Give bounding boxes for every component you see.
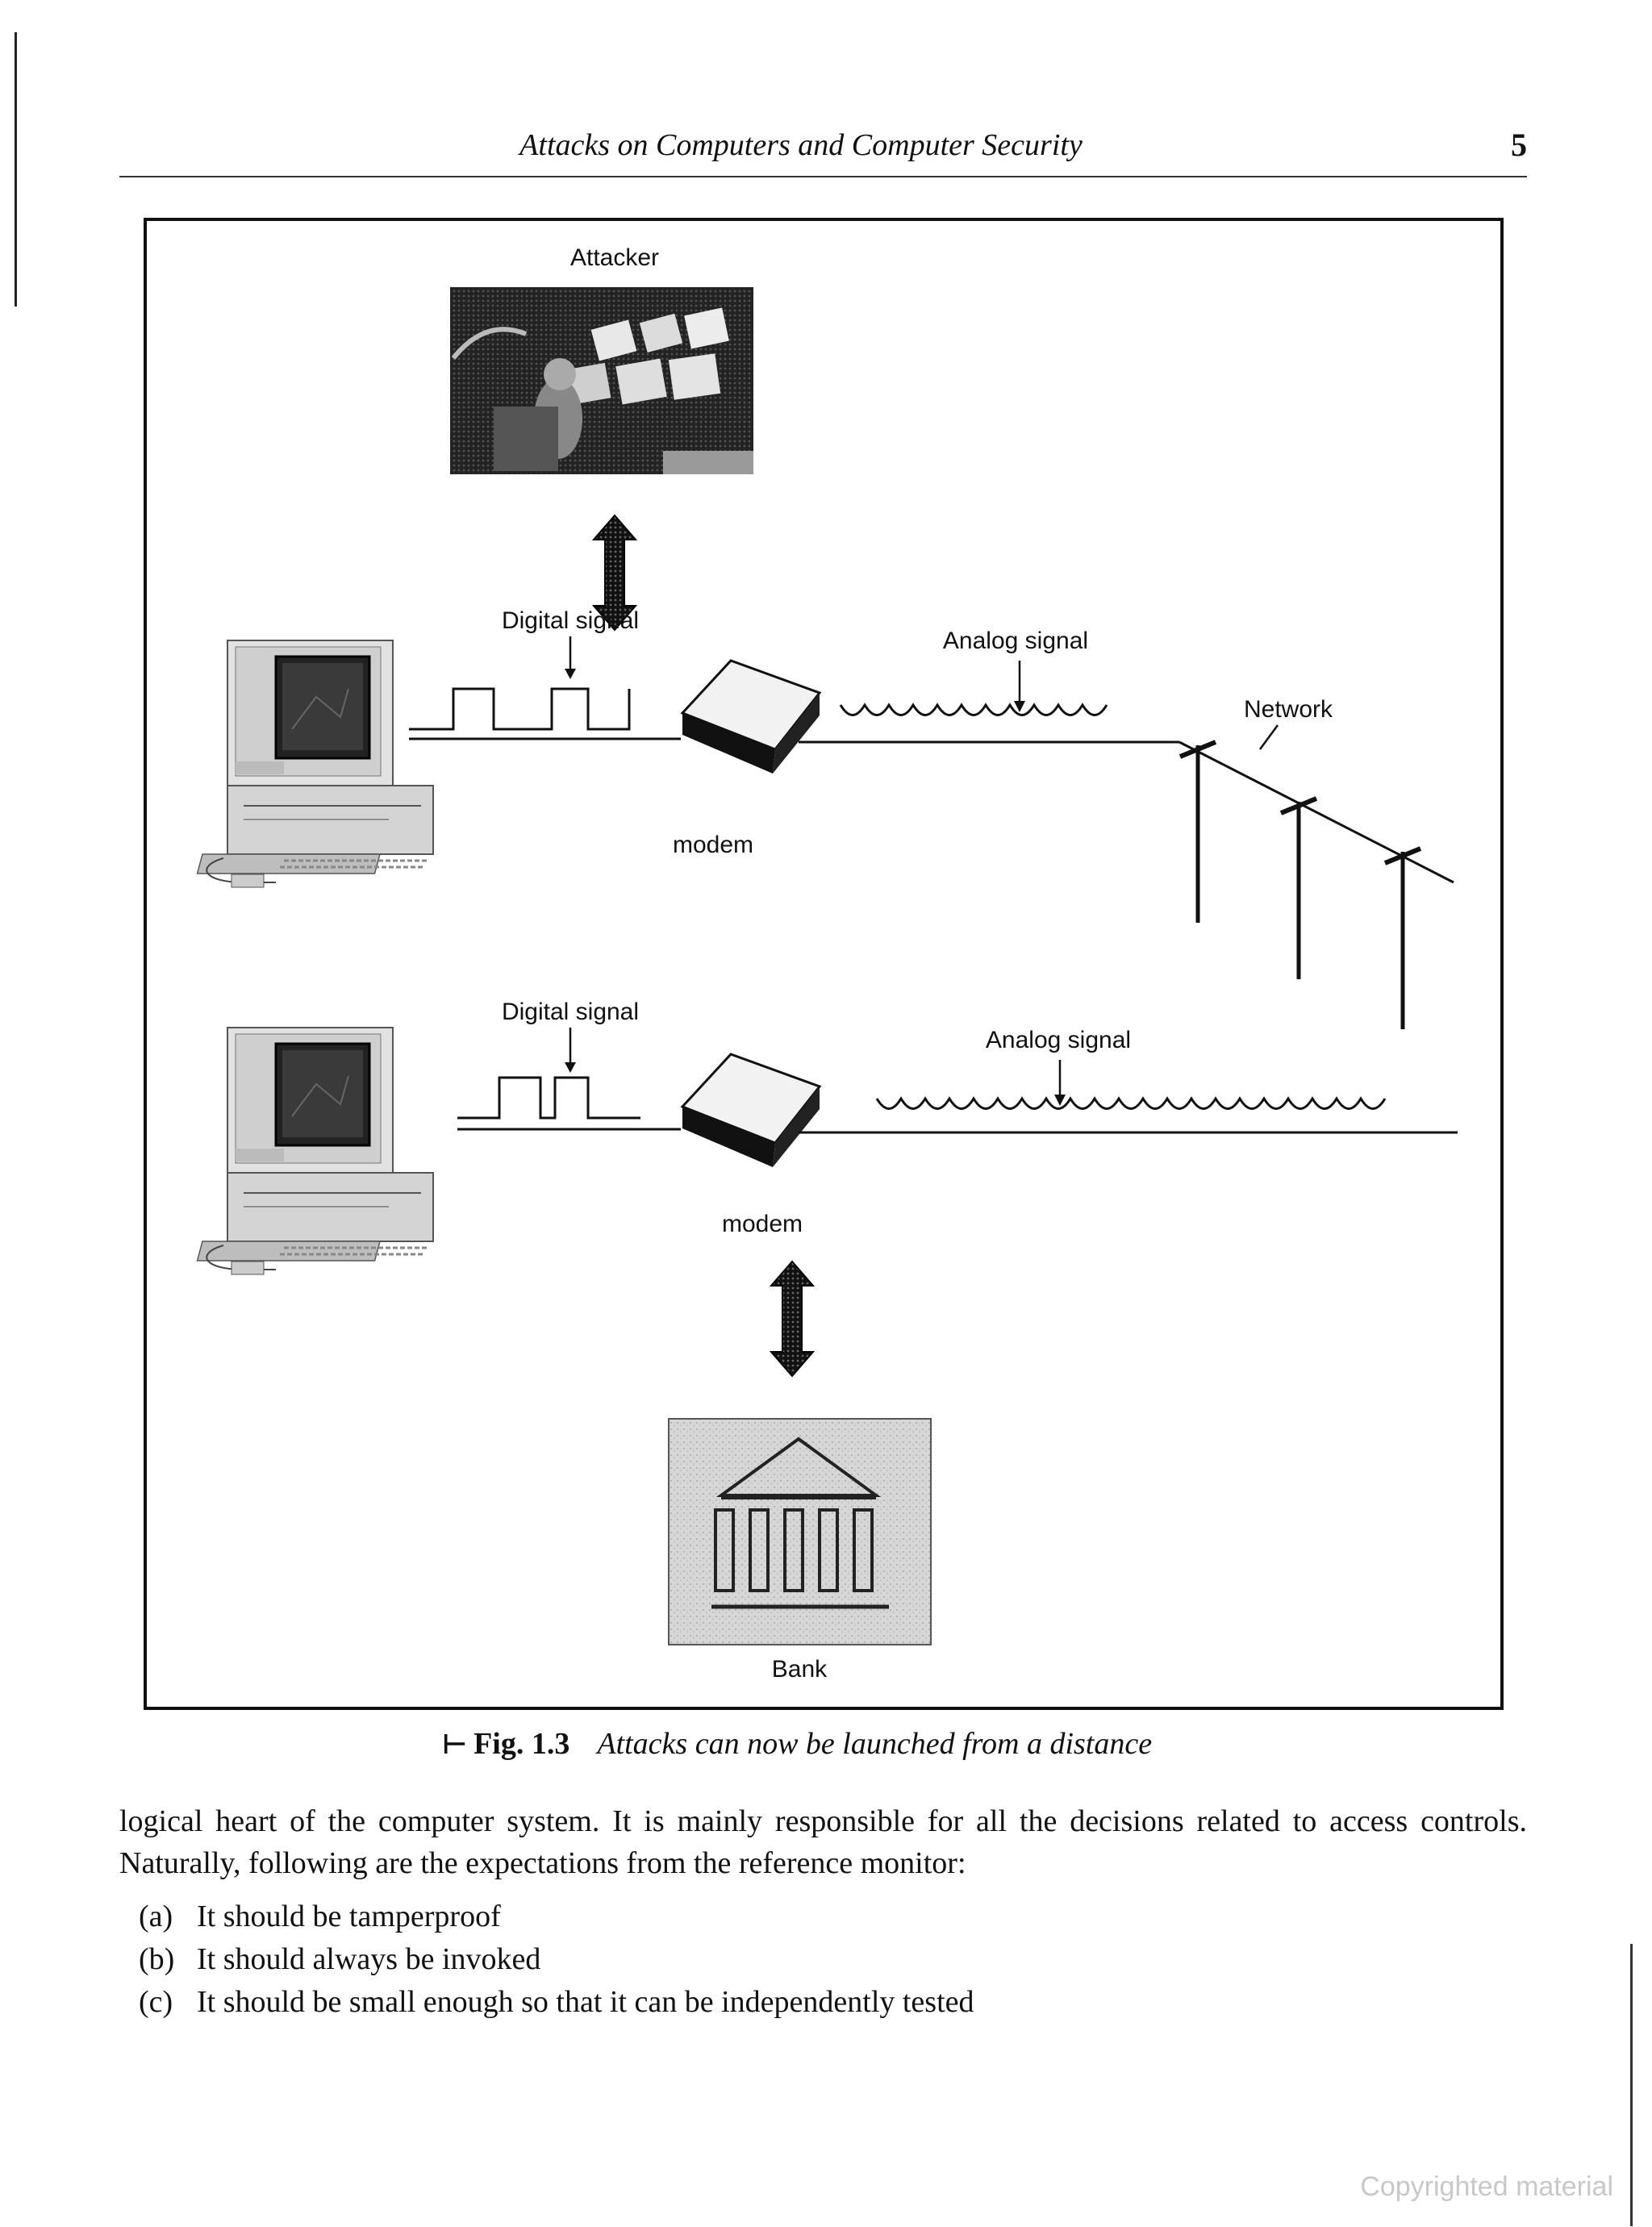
figure-caption: ⊢Fig. 1.3 Attacks can now be launched fro… xyxy=(442,1726,1152,1762)
analog-waveform-top xyxy=(839,703,1108,716)
list-text: It should be small enough so that it can… xyxy=(197,1985,974,2019)
list-item: (a) It should be tamperproof xyxy=(139,1895,974,1938)
attacker-label: Attacker xyxy=(570,244,659,271)
computer-icon xyxy=(196,639,435,889)
list-text: It should always be invoked xyxy=(197,1942,541,1976)
body-paragraph: logical heart of the computer system. It… xyxy=(119,1804,1527,1880)
list-marker: (c) xyxy=(139,1985,173,2019)
right-margin-rule xyxy=(1630,1944,1633,2226)
modem-label-bottom: modem xyxy=(722,1211,803,1237)
network-wire xyxy=(1179,740,1454,884)
left-margin-rule xyxy=(15,32,17,307)
network-label: Network xyxy=(1244,696,1333,723)
caption-mark: ⊢ xyxy=(442,1729,468,1761)
page-header: Attacks on Computers and Computer Securi… xyxy=(119,121,1527,177)
modem-icon xyxy=(681,659,821,775)
running-title: Attacks on Computers and Computer Securi… xyxy=(519,128,1083,162)
digital-signal-label-top: Digital signal xyxy=(502,607,639,634)
digital-waveform-bottom xyxy=(457,1076,640,1120)
attack-diagram: Attacker Digital signal modem Analog sig… xyxy=(196,244,1458,1683)
list-item: (c) It should be small enough so that it… xyxy=(139,1981,974,2024)
caption-label: Fig. 1.3 xyxy=(473,1727,570,1761)
modem-label-top: modem xyxy=(673,832,753,858)
list-item: (b) It should always be invoked xyxy=(139,1938,974,1981)
page-number: 5 xyxy=(1511,127,1527,163)
bank-label: Bank xyxy=(772,1656,828,1683)
attacker-photo xyxy=(450,287,753,474)
requirements-list: (a) It should be tamperproof (b) It shou… xyxy=(139,1895,974,2024)
caption-text: Attacks can now be launched from a dista… xyxy=(597,1727,1153,1761)
list-text: It should be tamperproof xyxy=(197,1900,501,1933)
digital-signal-label-bottom: Digital signal xyxy=(502,999,639,1025)
analog-waveform-bottom xyxy=(875,1096,1387,1110)
list-marker: (a) xyxy=(139,1900,173,1933)
utility-pole-icon xyxy=(1385,849,1420,1029)
analog-signal-label-top: Analog signal xyxy=(943,628,1088,654)
bank-building-icon xyxy=(668,1418,932,1645)
utility-pole-icon xyxy=(1281,799,1316,979)
digital-waveform-top xyxy=(409,687,631,731)
utility-pole-icon xyxy=(1180,742,1216,923)
modem-icon xyxy=(681,1053,821,1169)
list-marker: (b) xyxy=(139,1942,175,1976)
double-arrow-icon xyxy=(770,1261,814,1377)
figure-frame: Attacker Digital signal modem Analog sig… xyxy=(144,218,1504,1710)
watermark: Copyrighted material xyxy=(1360,2171,1613,2202)
analog-signal-label-bottom: Analog signal xyxy=(986,1027,1131,1053)
computer-icon xyxy=(196,1026,435,1276)
